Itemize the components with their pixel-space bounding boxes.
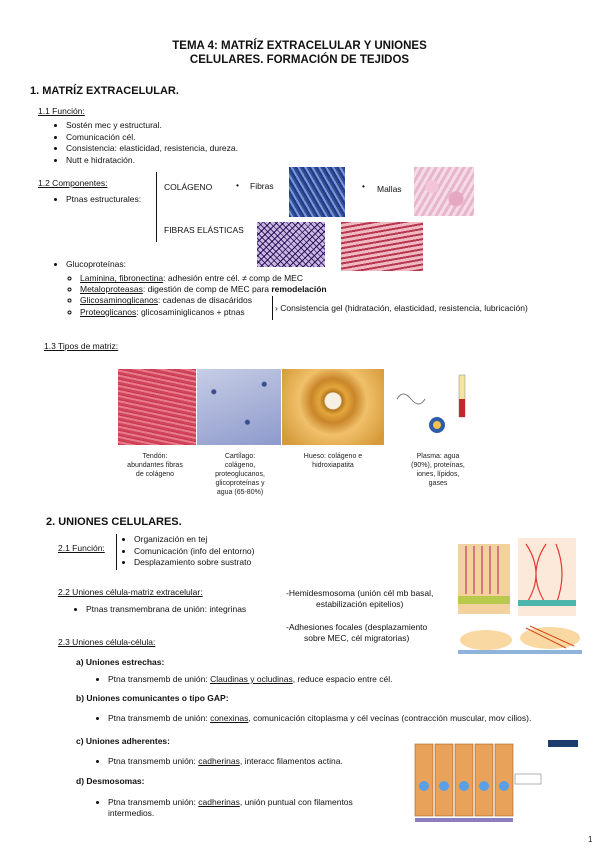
bullet: • (362, 181, 365, 191)
c-list: Ptna transmemb unión: cadherinas, intera… (94, 756, 343, 768)
list-item: Ptna transmemb unión: cadherinas, unión … (108, 797, 353, 809)
a-desc: , reduce espacio entre cél. (292, 674, 393, 684)
list-item: Consistencia: elasticidad, resistencia, … (66, 143, 238, 155)
b-prefix: Ptna transmemb de unión: (108, 713, 211, 723)
list-item: Ptna transmemb unión: cadherinas, intera… (108, 756, 343, 768)
epithelium-diagram (385, 736, 545, 832)
gluco-sublist: Laminina, fibronectina: adhesión entre c… (66, 273, 327, 318)
list-item: Glicosaminoglicanos: cadenas de disacári… (80, 295, 327, 306)
c-desc: , interacc filamentos actina. (239, 756, 343, 766)
list-item: Organización en tej (134, 534, 254, 546)
brace (116, 534, 117, 570)
a-list: Ptna transmemb de unión: Claudinas y ocl… (94, 674, 392, 686)
consistencia-text: › Consistencia gel (hidratación, elastic… (275, 303, 528, 313)
list-item: Nutt e hidratación. (66, 155, 238, 167)
section-2-heading: 2. UNIONES CELULARES. (46, 516, 182, 528)
adhesion-focal-diagram (456, 622, 584, 660)
laminina-desc: : adhesión entre cél. ≠ comp de MEC (163, 273, 303, 283)
d-line2: intermedios. (108, 808, 155, 818)
hueso-image (282, 369, 384, 445)
hueso-caption: Hueso: colágeno e hidroxiapatita (303, 453, 363, 469)
plasma-diagram (387, 369, 491, 445)
d-prefix: Ptna transmemb unión: (108, 797, 199, 807)
fibras-elasticas-image-1 (257, 222, 325, 267)
tipos-title: 1.3 Tipos de matriz: (44, 341, 119, 351)
colageno-fibras-image (289, 167, 345, 217)
c-prefix: Ptna transmemb unión: (108, 756, 199, 766)
list-item: Ptna transmemb de unión: conexinas, comu… (108, 713, 531, 725)
list-item: Comunicación (info del entorno) (134, 546, 254, 558)
b-title: b) Uniones comunicantes o tipo GAP: (76, 693, 229, 703)
bullet: • (236, 180, 239, 190)
hemidesmosoma-text: -Hemidesmosoma (unión cél mb basal, esta… (286, 588, 434, 609)
cartilago-caption: Cartílago: colágeno, proteoglucanos, gli… (215, 453, 265, 496)
junction-diagram-icon (458, 538, 576, 616)
cartilago-image (197, 369, 281, 445)
list-item: Comunicación cél. (66, 132, 238, 144)
cm-list: Ptnas transmembrana de unión: integrinas (72, 604, 246, 616)
page-title-line2: CELULARES. FORMACIÓN DE TEJIDOS (189, 54, 410, 66)
fibras-label: Fibras (250, 181, 274, 191)
hemidesmosoma-diagram (456, 534, 580, 618)
mallas-label: Mallas (377, 184, 402, 194)
gluco-list: Glucoproteínas: (52, 259, 126, 271)
plasma-caption: Plasma: agua (90%), proteínas, iones, lí… (411, 453, 465, 487)
a-term: Claudinas y ocludinas (210, 674, 293, 684)
focal-adhesion-icon (458, 625, 582, 654)
list-item: Laminina, fibronectina: adhesión entre c… (80, 273, 327, 284)
list-item: Metaloproteasas: digestión de comp de ME… (80, 284, 327, 295)
plasma-tube-icon (396, 374, 466, 433)
epithelial-cells-icon (414, 743, 542, 822)
proteoglicanos-term: Proteoglicanos (80, 306, 137, 317)
d-term: cadherinas (198, 797, 240, 807)
section-1-heading: 1. MATRÍZ EXTRACELULAR. (30, 85, 179, 97)
gluco-label: Glucoproteínas: (66, 259, 126, 271)
d-desc: , unión puntual con filamentos (239, 797, 353, 807)
proteoglicanos-desc: : glicosaminiglicanos + ptnas (136, 306, 245, 317)
ptnas-list: Ptnas estructurales: (52, 194, 141, 206)
cm-title: 2.2 Uniones célula-matriz extracelular: (58, 587, 203, 597)
b-list: Ptna transmemb de unión: conexinas, comu… (94, 713, 531, 725)
a-prefix: Ptna transmemb de unión: (108, 674, 211, 684)
fibras-elasticas-image-2 (341, 222, 423, 271)
page-title-line1: TEMA 4: MATRÍZ EXTRACELULAR Y UNIONES (172, 40, 427, 52)
b-desc: , comunicación citoplasma y cél vecinas … (248, 713, 532, 723)
c-term: cadherinas (198, 756, 240, 766)
colageno-label: COLÁGENO (164, 182, 213, 192)
list-item: Ptna transmemb de unión: Claudinas y ocl… (108, 674, 392, 686)
laminina-term: Laminina, fibronectina (80, 273, 164, 283)
tendon-caption: Tendón: abundantes fibras de colágeno (127, 453, 183, 478)
metaloproteasas-term: Metaloproteasas (80, 284, 143, 295)
funcion-list: Sostén mec y estructural. Comunicación c… (52, 120, 238, 166)
d-title: d) Desmosomas: (76, 776, 145, 786)
tendon-image (118, 369, 196, 445)
metaloproteasas-desc: : digestión de comp de MEC para (142, 284, 272, 295)
brace (269, 296, 273, 320)
list-item: Desplazamiento sobre sustrato (134, 557, 254, 569)
list-item: Proteoglicanos: glicosaminiglicanos + pt… (80, 307, 327, 318)
glicosaminoglicanos-term: Glicosaminoglicanos (80, 295, 158, 306)
ptnas-label: Ptnas estructurales: (66, 194, 141, 206)
list-item: Sostén mec y estructural. (66, 120, 238, 132)
corner-logo-mark (548, 740, 578, 747)
adhesiones-text: -Adhesiones focales (desplazamiento sobr… (286, 622, 428, 643)
brace (156, 172, 157, 242)
a-title: a) Uniones estrechas: (76, 657, 165, 667)
componentes-title: 1.2 Componentes: (38, 178, 108, 188)
c-title: c) Uniones adherentes: (76, 736, 170, 746)
funcion2-list: Organización en tej Comunicación (info d… (120, 534, 254, 569)
remodelacion-term: remodelación (271, 284, 327, 295)
fibras-elasticas-label: FIBRAS ELÁSTICAS (164, 225, 244, 235)
b-term: conexinas (210, 713, 249, 723)
list-item: Ptnas transmembrana de unión: integrinas (86, 604, 246, 616)
funcion2-title: 2.1 Función: (58, 543, 105, 553)
funcion-title: 1.1 Función: (38, 106, 85, 116)
page-number: 1 (588, 835, 593, 844)
colageno-mallas-image (414, 167, 474, 216)
glicosaminoglicanos-desc: : cadenas de disacáridos (157, 295, 252, 306)
d-list: Ptna transmemb unión: cadherinas, unión … (94, 797, 353, 809)
cc-title: 2.3 Uniones célula-célula: (58, 637, 156, 647)
